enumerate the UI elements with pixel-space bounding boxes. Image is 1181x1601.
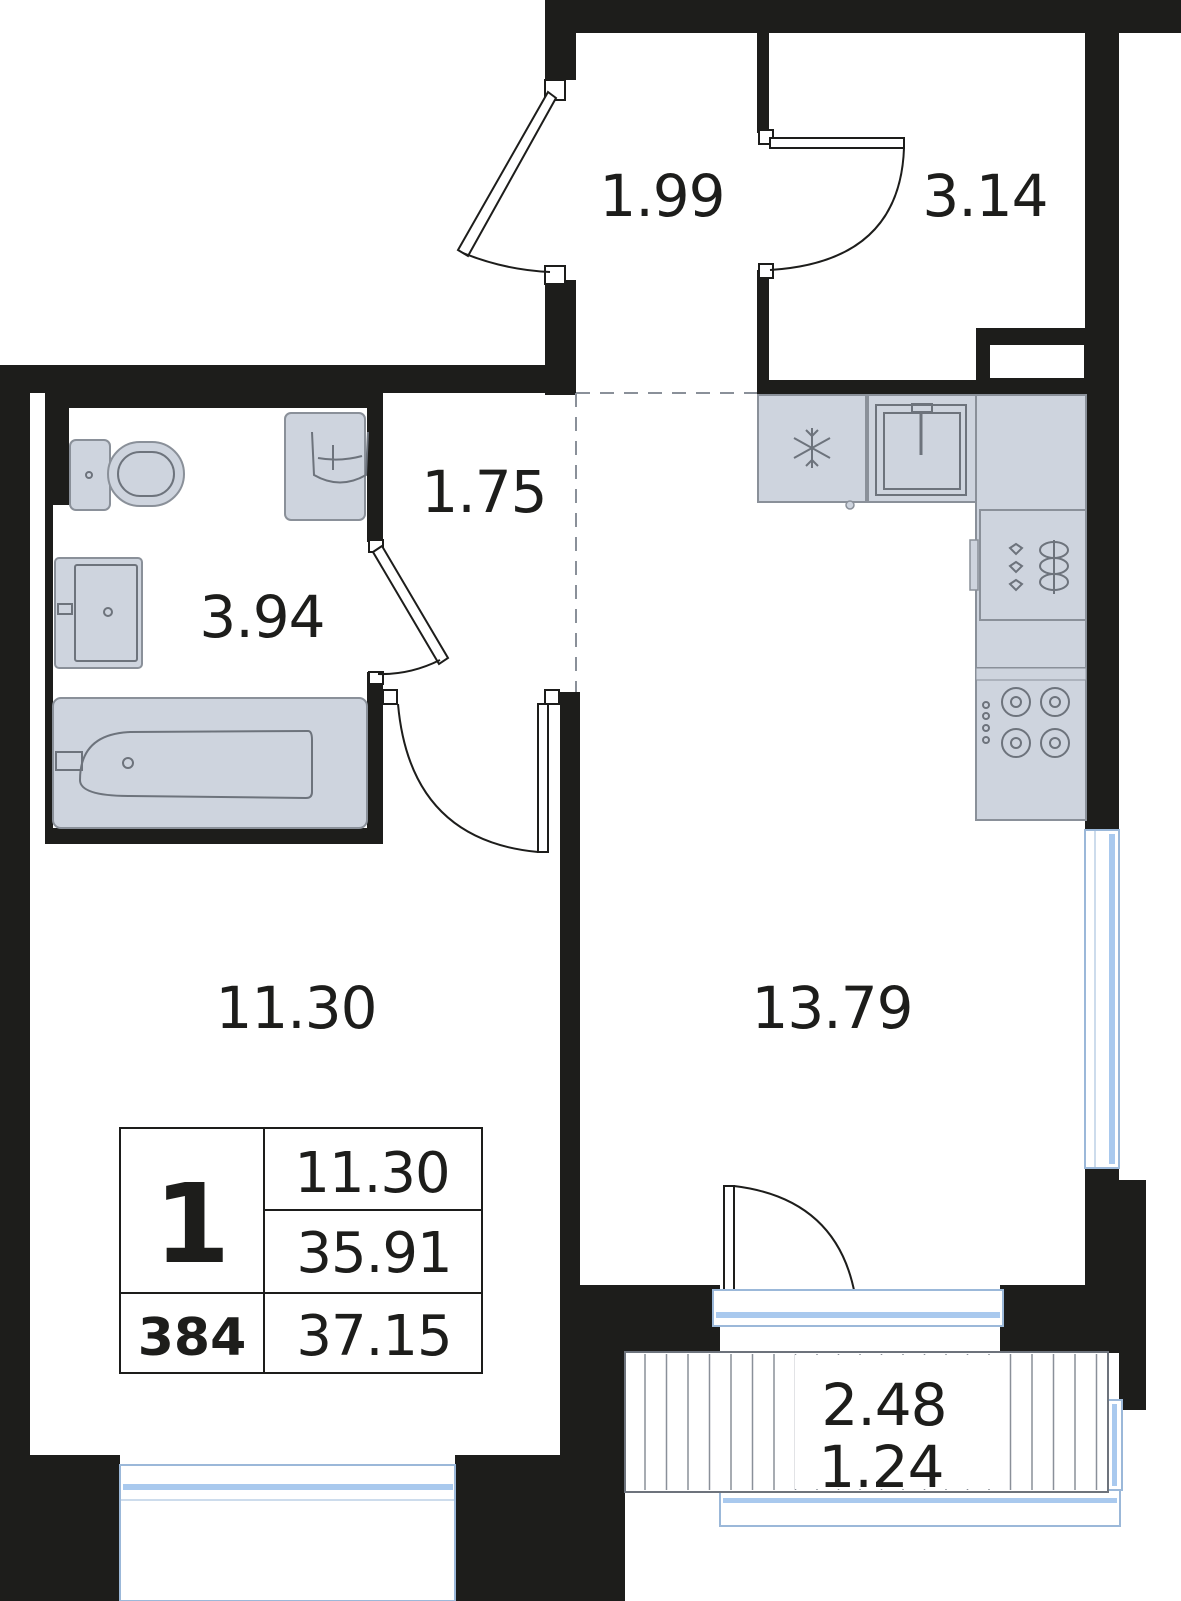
bathtub bbox=[52, 697, 368, 829]
room-labels: 1.99 3.14 1.75 3.94 11.30 13.79 2.48 1.2… bbox=[199, 162, 1048, 1501]
balcony-area: 2.48 bbox=[821, 1371, 946, 1439]
kitchen-sink bbox=[867, 394, 977, 503]
room-area-storage: 3.14 bbox=[922, 162, 1047, 230]
doors bbox=[368, 79, 905, 1321]
balcony-reduced-area: 1.24 bbox=[818, 1433, 943, 1501]
room-area-bedroom: 11.30 bbox=[215, 974, 376, 1042]
storage-door bbox=[758, 129, 905, 279]
room-area-bathroom: 3.94 bbox=[199, 583, 324, 651]
rooms-count: 1 bbox=[154, 1160, 231, 1288]
window-balcony-top bbox=[712, 1289, 1004, 1327]
balcony bbox=[624, 1351, 1109, 1493]
snowflake-icon bbox=[793, 428, 831, 468]
stove bbox=[975, 667, 1087, 821]
apartment-info-box: 1 384 11.30 35.91 37.15 bbox=[119, 1127, 483, 1374]
room-area-hallway: 1.75 bbox=[421, 458, 546, 526]
dishwasher bbox=[969, 509, 1087, 621]
zone-divider bbox=[575, 392, 757, 692]
apartment-number: 384 bbox=[138, 1308, 247, 1368]
washbasin bbox=[54, 557, 143, 669]
window-right bbox=[1084, 829, 1120, 1169]
washing-machine bbox=[284, 412, 369, 521]
fridge bbox=[757, 394, 867, 510]
entrance-door bbox=[456, 79, 566, 285]
total-area: 35.91 bbox=[296, 1221, 451, 1286]
room-area-vestibule: 1.99 bbox=[599, 162, 724, 230]
bedroom-door bbox=[382, 689, 560, 853]
room-area-kitchen-living: 13.79 bbox=[751, 974, 912, 1042]
toilet bbox=[69, 439, 185, 511]
bathroom-door bbox=[368, 539, 450, 685]
window-bedroom bbox=[119, 1464, 456, 1601]
living-area: 11.30 bbox=[294, 1141, 449, 1206]
total-area-with-balcony: 37.15 bbox=[296, 1304, 451, 1369]
